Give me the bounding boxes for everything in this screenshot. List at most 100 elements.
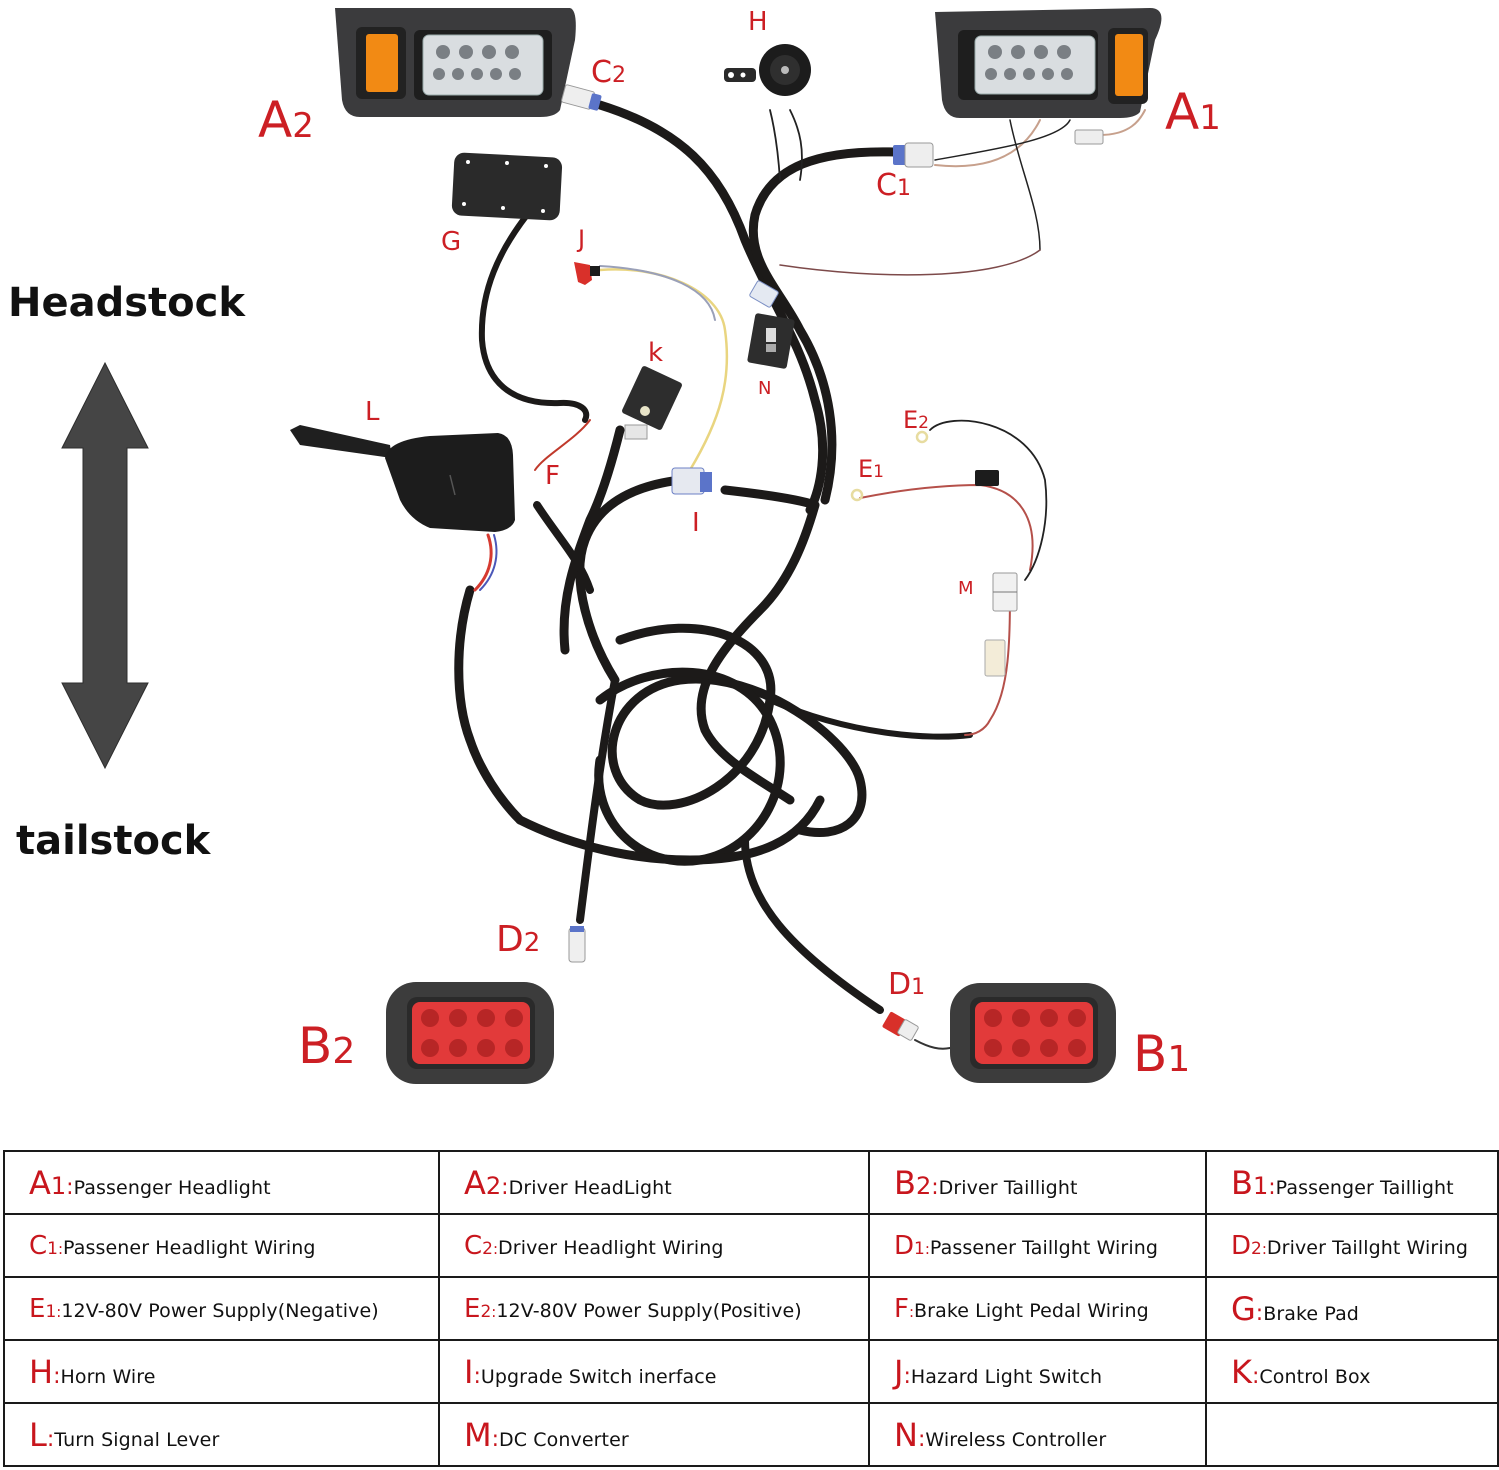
orientation-indicator: Headstock tailstock bbox=[8, 280, 246, 864]
legend-row: E1:12V-80V Power Supply(Negative)E2:12V-… bbox=[3, 1276, 1499, 1341]
callout-f: F bbox=[545, 461, 560, 491]
legend-cell-j: J:Hazard Light Switch bbox=[868, 1339, 1207, 1404]
driver-headlight bbox=[335, 8, 576, 117]
legend-code: C2: bbox=[464, 1230, 499, 1261]
legend-code: D2: bbox=[1231, 1230, 1267, 1261]
upgrade-switch-interface bbox=[671, 467, 712, 495]
legend-cell-c1: C1:Passener Headlight Wiring bbox=[3, 1213, 440, 1278]
callout-n: N bbox=[758, 378, 771, 399]
legend-description: Brake Pad bbox=[1263, 1302, 1359, 1325]
callout-c1: C1 bbox=[876, 168, 911, 203]
legend-code: E1: bbox=[29, 1293, 62, 1324]
legend-cell-n: N:Wireless Controller bbox=[868, 1402, 1207, 1467]
tailstock-label: tailstock bbox=[16, 818, 212, 864]
callout-g: G bbox=[441, 227, 461, 257]
legend-description: Upgrade Switch inerface bbox=[480, 1365, 717, 1388]
legend-code: F: bbox=[894, 1293, 915, 1324]
wiring-harness-diagram: Headstock tailstock bbox=[8, 7, 1221, 1084]
wireless-controller bbox=[747, 280, 795, 369]
legend-cell-a2: A2:Driver HeadLight bbox=[438, 1150, 870, 1215]
legend-description: Driver Taillight bbox=[938, 1176, 1078, 1199]
passenger-taillight bbox=[950, 983, 1116, 1083]
power-terminals bbox=[850, 430, 999, 502]
d2-connector bbox=[568, 926, 586, 963]
legend-cell-k: K:Control Box bbox=[1205, 1339, 1499, 1404]
c1-connector bbox=[893, 129, 1104, 168]
legend-code: M: bbox=[464, 1415, 500, 1454]
callout-i: I bbox=[692, 508, 700, 538]
callout-m: M bbox=[958, 578, 974, 599]
legend-code: B2: bbox=[894, 1163, 939, 1202]
callout-e2: E2 bbox=[903, 406, 929, 434]
callout-j: J bbox=[576, 225, 585, 253]
legend-description: Driver Headlight Wiring bbox=[498, 1236, 724, 1259]
legend-code: B1: bbox=[1231, 1163, 1276, 1202]
turn-signal-lever bbox=[290, 425, 515, 592]
legend-code: K: bbox=[1231, 1352, 1260, 1391]
legend-description: Driver HeadLight bbox=[508, 1176, 672, 1199]
legend-cell-a1: A1:Passenger Headlight bbox=[3, 1150, 440, 1215]
legend-code: D1: bbox=[894, 1230, 930, 1261]
legend-description: Passenger Headlight bbox=[73, 1176, 271, 1199]
legend-cell-f: F:Brake Light Pedal Wiring bbox=[868, 1276, 1207, 1341]
legend-code: J: bbox=[894, 1352, 911, 1391]
legend-description: Wireless Controller bbox=[925, 1428, 1107, 1451]
passenger-headlight bbox=[935, 8, 1162, 118]
legend-description: Passener Headlight Wiring bbox=[63, 1236, 316, 1259]
legend-description: Control Box bbox=[1259, 1365, 1371, 1388]
legend-cell-b2: B2:Driver Taillight bbox=[868, 1150, 1207, 1215]
legend-code: L: bbox=[29, 1415, 55, 1454]
driver-taillight bbox=[386, 982, 554, 1084]
legend-code: G: bbox=[1231, 1289, 1264, 1328]
callout-h: H bbox=[748, 7, 768, 37]
legend-code: E2: bbox=[464, 1293, 497, 1324]
callout-k: k bbox=[648, 338, 663, 368]
legend-code: I: bbox=[464, 1352, 481, 1391]
signal-wires bbox=[534, 109, 1146, 736]
legend-code: H: bbox=[29, 1352, 61, 1391]
legend-cell-m: M:DC Converter bbox=[438, 1402, 870, 1467]
legend-description: DC Converter bbox=[499, 1428, 629, 1451]
legend-description: Turn Signal Lever bbox=[54, 1428, 220, 1451]
headstock-label: Headstock bbox=[8, 280, 246, 326]
legend-cell-d1: D1:Passener Taillght Wiring bbox=[868, 1213, 1207, 1278]
callout-d2: D2 bbox=[496, 919, 540, 960]
legend-cell-b1: B1:Passenger Taillight bbox=[1205, 1150, 1499, 1215]
callout-c2: C2 bbox=[591, 55, 626, 90]
callout-b1: B1 bbox=[1133, 1025, 1190, 1083]
legend-description: Passenger Taillight bbox=[1275, 1176, 1454, 1199]
legend-description: Driver Taillght Wiring bbox=[1266, 1236, 1469, 1259]
legend-code: A2: bbox=[464, 1163, 509, 1202]
legend-cell-e2: E2:12V-80V Power Supply(Positive) bbox=[438, 1276, 870, 1341]
control-box bbox=[622, 366, 682, 440]
callout-a1: A1 bbox=[1165, 83, 1221, 141]
callout-a2: A2 bbox=[258, 91, 314, 149]
legend-cell-g: G:Brake Pad bbox=[1205, 1276, 1499, 1341]
double-arrow-icon bbox=[61, 361, 149, 770]
brake-pad bbox=[451, 152, 563, 221]
harness-wires bbox=[454, 100, 973, 1014]
legend-code: N: bbox=[894, 1415, 926, 1454]
callout-e1: E1 bbox=[858, 455, 884, 483]
legend-cell-c2: C2:Driver Headlight Wiring bbox=[438, 1213, 870, 1278]
legend-cell-l: L:Turn Signal Lever bbox=[3, 1402, 440, 1467]
legend-description: Hazard Light Switch bbox=[910, 1365, 1103, 1388]
callout-l: L bbox=[365, 397, 380, 427]
legend-description: Brake Light Pedal Wiring bbox=[914, 1299, 1149, 1322]
legend-cell-e1: E1:12V-80V Power Supply(Negative) bbox=[3, 1276, 440, 1341]
callout-d1: D1 bbox=[888, 967, 925, 1002]
horn bbox=[724, 44, 811, 96]
legend-description: 12V-80V Power Supply(Positive) bbox=[496, 1299, 802, 1322]
legend-cell-i: I:Upgrade Switch inerface bbox=[438, 1339, 870, 1404]
dc-converter bbox=[984, 572, 1018, 677]
legend-description: Horn Wire bbox=[60, 1365, 156, 1388]
legend-cell-d2: D2:Driver Taillght Wiring bbox=[1205, 1213, 1499, 1278]
legend-code: A1: bbox=[29, 1163, 74, 1202]
d1-connector bbox=[882, 1011, 951, 1050]
callout-labels: A2 A1 C2 C1 H G J k N L F I E2 E1 M D2 D… bbox=[258, 7, 1221, 1083]
